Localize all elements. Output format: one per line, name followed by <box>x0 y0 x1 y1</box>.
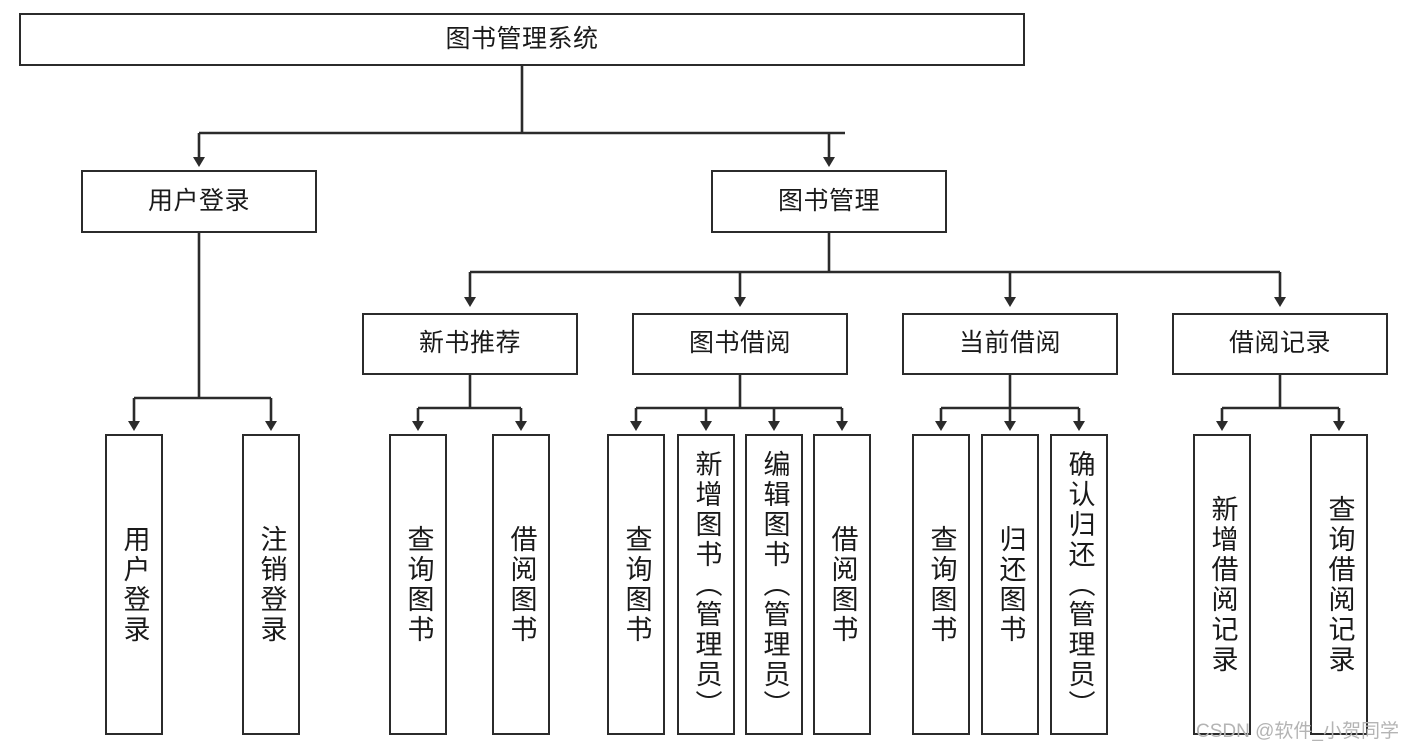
node-label: 新增借阅记录 <box>1207 494 1238 675</box>
node-label: 图书管理系统 <box>445 24 599 53</box>
node-label: 借阅图书 <box>506 524 537 645</box>
node-leaf-query-book-borrow[interactable]: 查询图书 <box>607 434 665 735</box>
node-book-borrow[interactable]: 图书借阅 <box>632 313 848 375</box>
node-label: 编辑图书（管理员） <box>759 449 790 720</box>
node-label: 用户登录 <box>147 186 250 215</box>
node-leaf-query-book-recommend[interactable]: 查询图书 <box>389 434 447 735</box>
node-label: 新书推荐 <box>418 329 521 358</box>
node-leaf-return-book[interactable]: 归还图书 <box>981 434 1039 735</box>
node-leaf-add-borrow-record[interactable]: 新增借阅记录 <box>1193 434 1251 735</box>
node-label: 查询图书 <box>403 524 434 645</box>
csdn-watermark: CSDN @软件_小贺同学 <box>1196 721 1399 742</box>
node-leaf-query-book-current[interactable]: 查询图书 <box>912 434 970 735</box>
node-leaf-edit-book-admin[interactable]: 编辑图书（管理员） <box>745 434 803 735</box>
node-book-management[interactable]: 图书管理 <box>711 170 947 233</box>
node-leaf-logout[interactable]: 注销登录 <box>242 434 300 735</box>
node-leaf-borrow-book-recommend[interactable]: 借阅图书 <box>492 434 550 735</box>
node-leaf-borrow-book[interactable]: 借阅图书 <box>813 434 871 735</box>
node-label: 查询图书 <box>621 524 652 645</box>
node-leaf-user-login[interactable]: 用户登录 <box>105 434 163 735</box>
node-label: 用户登录 <box>119 524 150 645</box>
node-current-borrow[interactable]: 当前借阅 <box>902 313 1118 375</box>
node-label: 借阅记录 <box>1228 329 1331 358</box>
node-label: 确认归还（管理员） <box>1064 449 1095 720</box>
node-label: 查询借阅记录 <box>1324 494 1355 675</box>
node-new-book-recommend[interactable]: 新书推荐 <box>362 313 578 375</box>
node-leaf-add-book-admin[interactable]: 新增图书（管理员） <box>677 434 735 735</box>
node-label: 注销登录 <box>256 524 287 645</box>
node-leaf-confirm-return-admin[interactable]: 确认归还（管理员） <box>1050 434 1108 735</box>
node-borrow-record[interactable]: 借阅记录 <box>1172 313 1388 375</box>
node-label: 图书管理 <box>777 186 880 215</box>
node-label: 新增图书（管理员） <box>691 449 722 720</box>
node-label: 当前借阅 <box>958 329 1061 358</box>
node-label: 归还图书 <box>995 524 1026 645</box>
node-root-book-management-system[interactable]: 图书管理系统 <box>19 13 1025 66</box>
node-label: 查询图书 <box>926 524 957 645</box>
node-leaf-query-borrow-record[interactable]: 查询借阅记录 <box>1310 434 1368 735</box>
node-label: 借阅图书 <box>827 524 858 645</box>
node-user-login[interactable]: 用户登录 <box>81 170 317 233</box>
node-label: 图书借阅 <box>688 329 791 358</box>
